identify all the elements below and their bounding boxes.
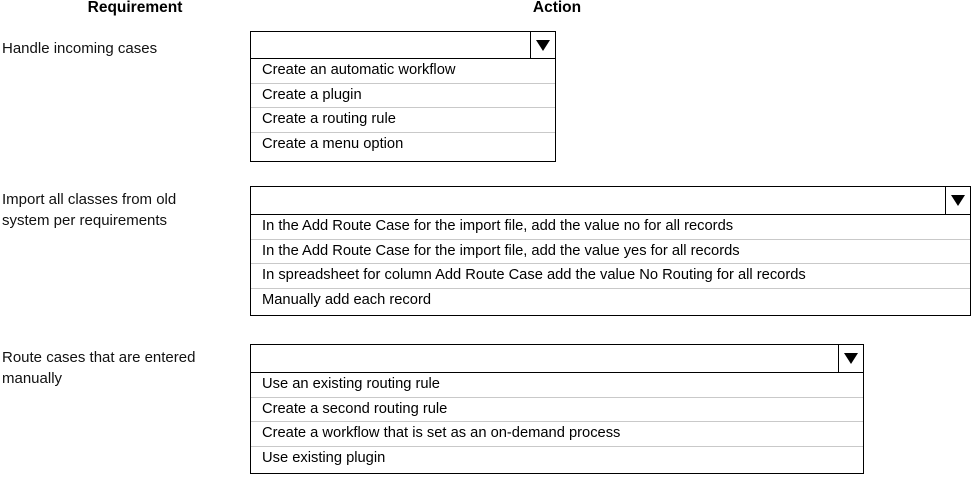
- dropdown-option-list-2: In the Add Route Case for the import fil…: [251, 215, 970, 313]
- requirement-label-3-line-1: Route cases that are entered: [2, 349, 196, 366]
- requirement-label-1: Handle incoming cases: [2, 38, 246, 59]
- dropdown-option[interactable]: Manually add each record: [251, 288, 970, 313]
- dropdown-head-2[interactable]: [251, 187, 970, 215]
- dropdown-head-1[interactable]: [251, 32, 555, 59]
- dropdown-option-list-3: Use an existing routing rule Create a se…: [251, 373, 863, 471]
- dropdown-option[interactable]: Use existing plugin: [251, 446, 863, 471]
- requirement-label-2-line-1: Import all classes from old: [2, 191, 177, 208]
- dropdown-arrow-button-3[interactable]: [838, 345, 863, 372]
- dropdown-head-3[interactable]: [251, 345, 863, 373]
- dropdown-option-list-1: Create an automatic workflow Create a pl…: [251, 59, 555, 158]
- column-header-requirement: Requirement: [87, 0, 183, 16]
- requirement-label-3: Route cases that are entered manually: [2, 347, 246, 389]
- dropdown-arrow-button-2[interactable]: [945, 187, 970, 214]
- dropdown-route-cases-entered-manually[interactable]: Use an existing routing rule Create a se…: [250, 344, 864, 474]
- requirement-label-3-line-2: manually: [2, 370, 63, 387]
- dropdown-arrow-button-1[interactable]: [530, 32, 555, 58]
- dropdown-option[interactable]: Create a plugin: [251, 83, 555, 109]
- chevron-down-icon: [844, 353, 858, 364]
- chevron-down-icon: [951, 195, 965, 206]
- dropdown-option[interactable]: Use an existing routing rule: [251, 373, 863, 398]
- dropdown-option[interactable]: In the Add Route Case for the import fil…: [251, 215, 970, 240]
- dropdown-option[interactable]: Create a menu option: [251, 132, 555, 158]
- dropdown-option[interactable]: Create an automatic workflow: [251, 59, 555, 84]
- dropdown-handle-incoming-cases[interactable]: Create an automatic workflow Create a pl…: [250, 31, 556, 162]
- dropdown-option[interactable]: Create a routing rule: [251, 108, 555, 133]
- requirement-label-1-line-1: Handle incoming cases: [2, 40, 158, 57]
- chevron-down-icon: [536, 39, 550, 51]
- dropdown-import-all-classes[interactable]: In the Add Route Case for the import fil…: [250, 186, 971, 316]
- requirement-label-2-line-2: system per requirements: [2, 212, 168, 229]
- dropdown-option[interactable]: Create a second routing rule: [251, 397, 863, 422]
- dropdown-option[interactable]: In the Add Route Case for the import fil…: [251, 239, 970, 264]
- column-header-action: Action: [532, 0, 582, 16]
- dropdown-option[interactable]: Create a workflow that is set as an on-d…: [251, 422, 863, 447]
- requirement-label-2: Import all classes from old system per r…: [2, 189, 246, 231]
- dropdown-option[interactable]: In spreadsheet for column Add Route Case…: [251, 264, 970, 289]
